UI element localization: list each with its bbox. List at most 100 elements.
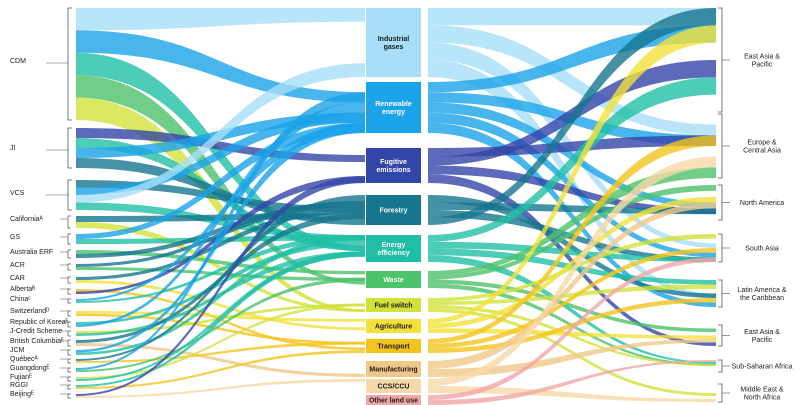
flow-california-to-fuel-switch [76,222,365,312]
center-label-agriculture: Agriculture [375,324,412,331]
left-bracket-car [67,276,71,284]
center-node-other-land-use [366,395,421,405]
left-label-australia-erf: Australia ERF [10,249,53,256]
flow-car-to-agriculture [76,280,365,331]
flow-australia-erf-to-waste [76,250,365,275]
left-label-beijing: Beijingᴱ [10,391,34,398]
flow-republic-of-korea-to-renewable-energy [76,102,365,328]
right-bracket-europe-central-asia-1 [718,113,723,179]
flow-energy-efficiency-to-east-asia-pacific-0 [428,77,716,242]
center-node-fugitive-emissions [366,148,421,183]
left-bracket-switzerland [67,310,71,317]
flow-vcs-to-energy-efficiency [76,202,365,241]
flow-vcs-to-renewable-energy [76,112,365,195]
center-node-fuel-switch [366,298,421,312]
left-label-california: Californiaᴬ [10,215,44,223]
right-bracket-middle-east-north-africa-7 [718,383,723,403]
flow-agriculture-to-east-asia-pacific-5 [428,328,716,339]
flow-gs-to-renewable-energy [76,122,365,239]
flow-forestry-to-latin-america-the-caribbean-4 [428,195,716,298]
left-bracket-california [67,215,71,229]
flow-layer [76,8,716,405]
flow-cdm-to-renewable-energy [76,30,365,103]
left-bracket-ji [67,127,72,169]
flow-ji-to-forestry [76,158,365,225]
flow-manufacturing-to-north-america-2 [428,202,716,369]
center-node-ccs-ccu [366,379,421,393]
center-label-other-land-use: Other land use [369,398,418,405]
right-label-latin-america-the-caribbean-4: Latin America &the Caribbean [737,287,786,302]
flow-china-to-renewable-energy [76,122,365,301]
left-label-china: Chinaᶜ [10,296,31,303]
right-bracket-sub-saharan-africa-6 [718,359,723,373]
center-node-industrial-gases [366,8,421,77]
left-label-switzerland: Switzerlandᴰ [10,308,49,315]
flow-fugitive-emissions-to-east-asia-pacific-5 [428,174,716,346]
flow-fujian-to-fuel-switch [76,303,365,379]
left-label-fujian: Fujianᴱ [10,374,32,381]
left-bracket-china [67,298,71,304]
flow-fuel-switch-to-middle-east-north-africa-7 [428,308,716,396]
flow-cdm-to-industrial-gases [76,8,365,31]
center-label-forestry: Forestry [379,208,407,215]
left-bracket-jcm [67,349,71,356]
left-label-vcs: VCS [10,190,25,197]
right-label-south-asia-3: South Asia [745,246,779,253]
flow-rggi-to-energy-efficiency [76,251,365,387]
flow-qu-bec-to-forestry [76,195,365,361]
right-bracket-south-asia-3 [718,233,723,263]
flow-waste-to-north-america-2 [428,185,716,280]
flow-waste-to-europe-central-asia-1 [428,167,716,276]
left-label-jcm: JCM [10,347,25,354]
flow-beijing-to-fugitive-emissions [76,176,365,396]
center-node-energy-efficiency [366,235,421,262]
left-bracket-vcs [67,179,72,211]
left-label-ji: JI [10,145,16,152]
left-label-qu-bec: Québecᴬ [10,355,39,363]
left-label-guangdong: Guangdongᴱ [10,365,50,372]
flow-car-to-forestry [76,207,365,280]
flow-fugitive-emissions-to-north-america-2 [428,165,716,215]
flow-jcm-to-renewable-energy [76,122,365,353]
left-bracket-fujian [67,376,71,382]
center-node-waste [366,271,421,288]
right-label-east-asia-pacific-5: East Asia &Pacific [744,329,780,344]
left-label-alberta: Albertaᴮ [10,286,35,293]
flow-renewable-energy-to-south-asia-3 [428,112,716,258]
center-label-transport: Transport [377,344,410,351]
flow-guangdong-to-renewable-energy [76,92,365,370]
flow-industrial-gases-to-europe-central-asia-1 [428,25,716,136]
right-bracket-latin-america-the-caribbean-4 [718,279,723,308]
left-label-republic-of-korea: Republic of Koreaᴱ [10,319,69,326]
flow-ccs-ccu-to-europe-central-asia-1 [428,156,716,386]
flow-industrial-gases-to-east-asia-pacific-0 [428,8,716,26]
flow-transport-to-latin-america-the-caribbean-4 [428,298,716,353]
left-bracket-republic-of-korea [67,321,71,328]
center-node-agriculture [366,319,421,333]
center-node-transport [366,339,421,353]
flow-guangdong-to-waste [76,277,365,372]
flow-ccs-ccu-to-middle-east-north-africa-7 [428,386,716,402]
flow-jcm-to-energy-efficiency [76,235,365,355]
right-label-europe-central-asia-1: Europe &Central Asia [743,140,781,155]
left-label-rggi: RGGI [10,382,28,389]
flow-transport-to-south-asia-3 [428,248,716,349]
flow-forestry-to-south-asia-3 [428,210,716,262]
left-bracket-australia-erf [67,249,71,259]
bracket-layer [46,7,730,403]
left-label-j-credit-scheme: J-Credit Scheme [10,328,62,335]
flow-beijing-to-ccs-ccu [76,379,365,398]
right-label-north-america-2: North America [740,200,784,207]
node-layer [366,8,421,405]
left-label-cdm: CDM [10,58,26,65]
flow-forestry-to-east-asia-pacific-0 [428,8,716,225]
right-bracket-east-asia-pacific-5 [718,324,723,347]
flow-fujian-to-energy-efficiency [76,251,365,381]
flow-renewable-energy-to-latin-america-the-caribbean-4 [428,122,716,307]
flow-waste-to-east-asia-pacific-5 [428,279,716,332]
right-label-sub-saharan-africa-6: Sub-Saharan Africa [732,364,793,371]
